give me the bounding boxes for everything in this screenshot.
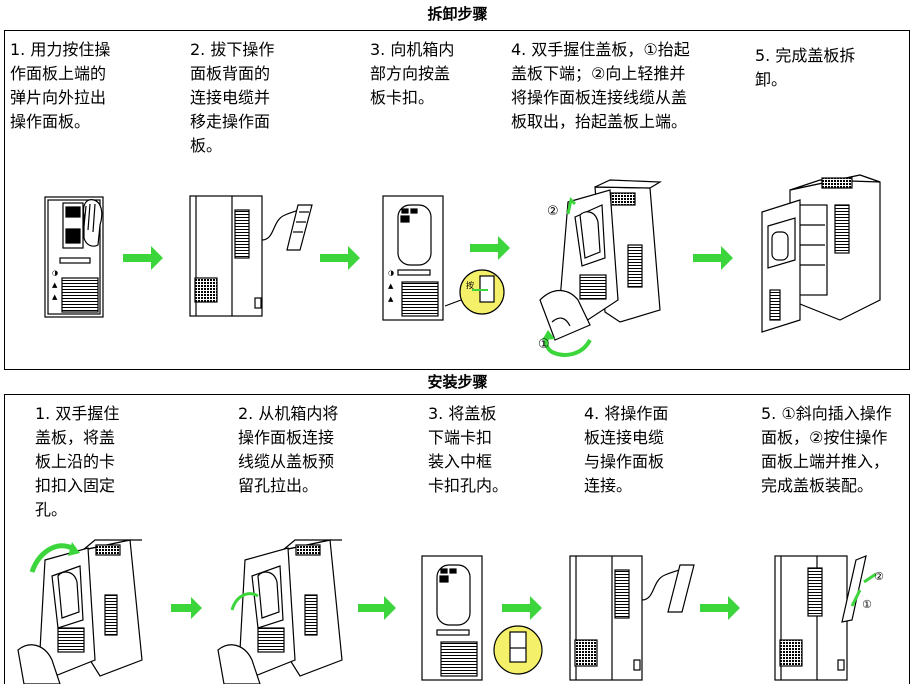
svg-text:▲: ▲ bbox=[52, 281, 58, 289]
arrow-right-icon bbox=[171, 597, 202, 619]
svg-text:▲: ▲ bbox=[52, 293, 58, 301]
svg-text:◑: ◑ bbox=[388, 269, 394, 277]
install-arrow-1-icon bbox=[850, 589, 862, 607]
removal-step-2: 2. 拔下操作 面板背面的 连接电缆并 移走操作面 板。 bbox=[190, 40, 275, 155]
removal-step-1: 1. 用力按住操 作面板上端的 弹片向外拉出 操作面板。 bbox=[10, 40, 111, 131]
lift-arrow-2-icon bbox=[566, 196, 577, 215]
arrow-right-icon bbox=[470, 236, 510, 260]
callout-1: ① bbox=[538, 337, 550, 352]
svg-text:◑: ◑ bbox=[52, 269, 58, 277]
install-step-2: 2. 从机箱内将 操作面板连接 线缆从盖板预 留孔拉出。 bbox=[238, 404, 339, 495]
arrow-right-icon bbox=[320, 246, 360, 270]
removal-step-5: 5. 完成盖板拆 卸。 bbox=[755, 46, 856, 89]
install-arrow-2-icon bbox=[863, 572, 877, 584]
drive-side-with-cable bbox=[189, 195, 313, 317]
install-fig-4 bbox=[569, 555, 695, 681]
removal-title: 拆卸步骤 bbox=[427, 5, 488, 23]
press-callout: 按 bbox=[466, 280, 474, 290]
install-fig-1 bbox=[17, 539, 143, 684]
drive-cover-with-clip-zoom: ◑ ▲ ▲ 按 bbox=[382, 195, 505, 321]
install-step-5: 5. ①斜向插入操作 面板，②按住操作 面板上端并推入， 完成盖板装配。 bbox=[761, 404, 892, 495]
install-step-1: 1. 双手握住 盖板，将盖 板上沿的卡 扣扣入固定 孔。 bbox=[35, 404, 120, 519]
install-callout-2: ② bbox=[874, 570, 884, 583]
flow-arrows bbox=[123, 236, 740, 620]
svg-text:▲: ▲ bbox=[388, 282, 394, 290]
removal-step-4: 4. 双手握住盖板，①抬起 盖板下端；②向上轻推并 将操作面板连接线缆从盖 板取… bbox=[511, 40, 690, 131]
install-callout-1: ① bbox=[862, 598, 872, 611]
install-step-3: 3. 将盖板 下端卡扣 装入中框 卡扣孔内。 bbox=[428, 404, 509, 495]
arrow-right-icon bbox=[123, 246, 163, 270]
install-title: 安装步骤 bbox=[427, 373, 488, 391]
removal-panel bbox=[4, 30, 910, 370]
install-panel bbox=[4, 394, 910, 684]
svg-text:▲: ▲ bbox=[388, 295, 394, 303]
install-cable-arrow-icon bbox=[230, 592, 259, 611]
install-step-4: 4. 将操作面 板连接电缆 与操作面板 连接。 bbox=[584, 404, 669, 495]
removal-step-3: 3. 向机箱内 部方向按盖 板卡扣。 bbox=[370, 40, 455, 107]
drive-tilted-cover bbox=[539, 179, 663, 341]
drive-cover-removed bbox=[761, 174, 881, 333]
install-fig-2 bbox=[217, 539, 343, 684]
drive-front-with-hand: ◑ ▲ ▲ bbox=[44, 196, 104, 318]
install-fig-3 bbox=[421, 555, 543, 681]
callout-2: ② bbox=[547, 204, 559, 219]
arrow-right-icon bbox=[358, 596, 396, 620]
arrow-right-icon bbox=[502, 596, 542, 620]
install-fig-5 bbox=[774, 555, 867, 681]
rotate-arrow-1-icon bbox=[544, 335, 592, 357]
arrow-right-icon bbox=[700, 596, 740, 620]
arrow-right-icon bbox=[693, 246, 733, 270]
